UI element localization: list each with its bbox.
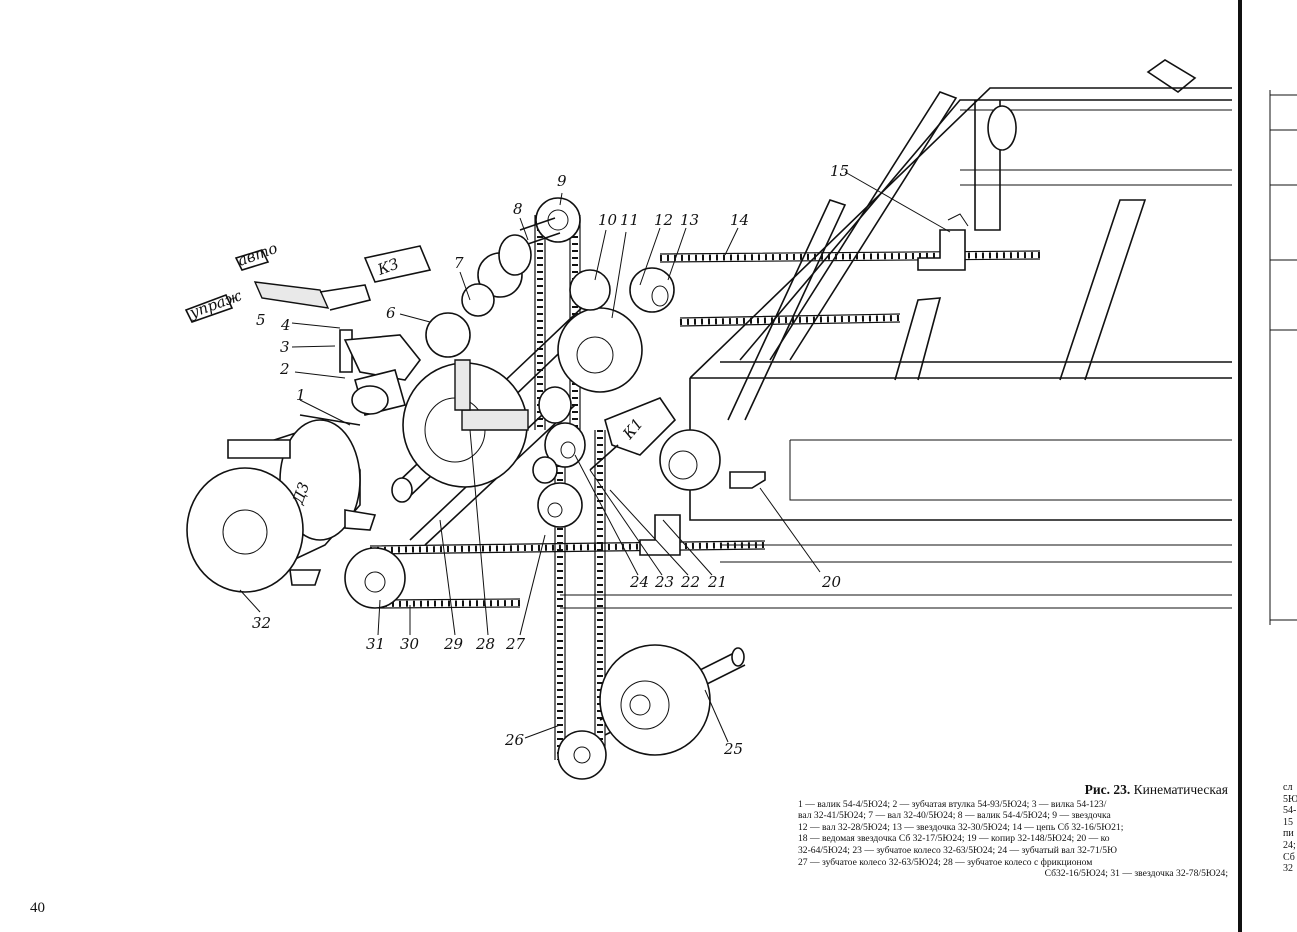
callout-11: 11 [620,211,639,229]
callout-32: 32 [252,614,271,632]
callout-14: 14 [730,211,749,229]
control-lever: КЗ авто упраж [184,239,432,426]
caption-line: 32-64/5Ю24; 23 — зубчатое колесо 32-63/5… [798,844,1117,856]
caption-line: 1 — валик 54-4/5Ю24; 2 — зубчатая втулка… [798,798,1107,810]
callout-2: 2 [279,360,290,378]
chain-21 [369,471,766,609]
callout-8: 8 [513,200,523,218]
caption-title: Рис. 23. Кинематическая [798,782,1228,797]
gears-and-pulleys [402,234,721,756]
callout-10: 10 [598,211,618,229]
callout-1: 1 [296,386,306,404]
fragment-line: 24; [1283,839,1296,851]
callout-13: 13 [680,211,699,229]
fragment-line: 15 [1283,816,1293,828]
caption-line: 18 — ведомая звездочка Сб 32-17/5Ю24; 19… [798,833,1110,845]
fragment-line: 54- [1283,805,1297,817]
page-edge-line [1238,0,1242,932]
callout-4: 4 [280,316,291,334]
caption-title-rest: Кинематическая [1133,782,1228,797]
callout-27: 27 [505,635,526,653]
callout-3: 3 [280,338,290,356]
callout-7: 7 [454,254,464,272]
caption-line: 12 — вал 32-28/5Ю24; 13 — звездочка 32-3… [798,821,1124,833]
callout-31: 31 [366,635,385,653]
leader-lines [239,171,951,743]
callout-28: 28 [475,635,495,653]
caption-line: 27 — зубчатое колесо 32-63/5Ю24; 28 — зу… [798,856,1093,868]
vertical-chain-9-26 [534,197,607,780]
fragment-line: сл [1283,782,1293,793]
page-number: 40 [30,900,45,916]
callout-26: 26 [504,731,525,749]
left-tag-label: упраж [186,286,244,322]
callout-15: 15 [830,162,849,180]
callout-20: 20 [821,573,842,591]
callout-9: 9 [557,172,567,190]
callout-29: 29 [443,635,464,653]
callout-24: 24 [629,573,649,591]
callout-30: 30 [400,635,420,653]
callout-22: 22 [680,573,700,591]
motor-assembly: Д3 [186,419,406,609]
callout-numbers: 1 2 3 4 5 6 7 8 9 10 11 12 13 14 15 20 2… [252,162,849,758]
machine-frame [560,59,1297,625]
caption-line: Сб32-16/5Ю24; 31 — звездочка 32-78/5Ю24; [1044,868,1228,880]
callout-25: 25 [723,740,743,758]
fragment-line: пи [1283,828,1294,840]
fragment-line: Сб [1283,851,1295,863]
callout-5: 5 [256,311,266,329]
callout-12: 12 [654,211,673,229]
figure-caption: Рис. 23. Кинематическая 1 — валик 54-4/5… [798,782,1228,880]
k1-box: К1 [589,397,677,471]
chain-14 [659,213,1041,327]
callout-23: 23 [654,573,674,591]
callout-21: 21 [707,573,727,591]
fragment-line: 5Ю [1283,793,1297,805]
callout-6: 6 [386,304,396,322]
facing-page-fragment: сл 5Ю 54- 15 пи 24; Сб 32 [1283,782,1297,875]
caption-line: вал 32-41/5Ю24; 7 — вал 32-40/5Ю24; 8 — … [798,810,1111,822]
caption-title-bold: Рис. 23. [1084,782,1131,797]
fragment-line: 32 [1283,863,1293,875]
